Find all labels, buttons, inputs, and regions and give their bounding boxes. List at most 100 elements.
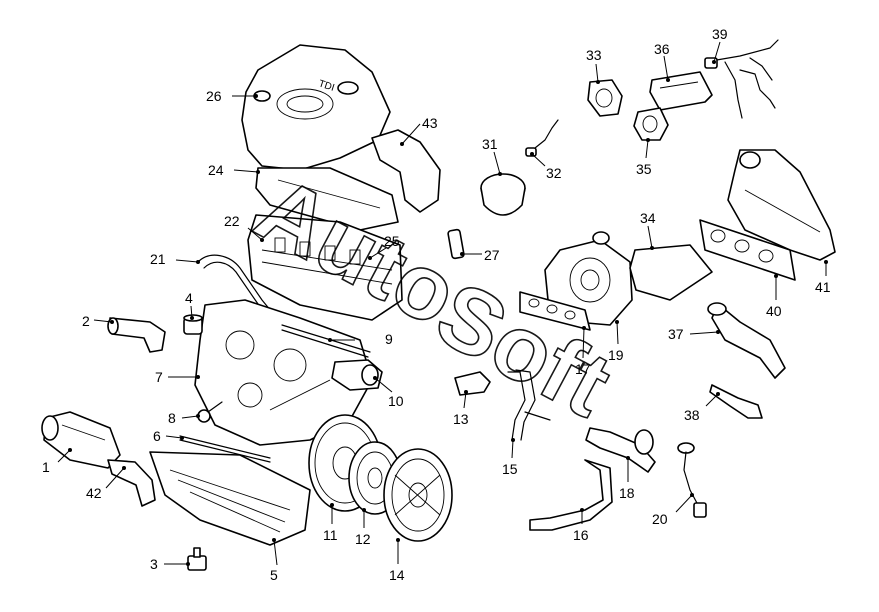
callout-5: 5	[270, 538, 278, 583]
callout-label: 7	[155, 369, 163, 385]
callout-label: 17	[575, 361, 591, 377]
breather-pipe	[197, 254, 281, 327]
glow-plug	[447, 228, 465, 260]
callout-39: 39	[712, 26, 728, 64]
oil-return-pipe	[281, 324, 371, 358]
callout-2: 2	[82, 313, 114, 329]
callout-22: 22	[224, 213, 264, 242]
engine-cover: TDI	[241, 44, 391, 171]
callout-42: 42	[86, 466, 126, 501]
callout-14: 14	[389, 538, 405, 583]
callout-label: 39	[712, 26, 728, 42]
callout-label: 6	[153, 428, 161, 444]
callout-label: 2	[82, 313, 90, 329]
drain-plug	[187, 547, 207, 571]
callout-19: 19	[608, 320, 624, 363]
callouts: 1 2 3 4 5 6 7 8	[42, 26, 831, 583]
callout-6: 6	[153, 428, 184, 444]
callout-37: 37	[668, 326, 720, 342]
pipe-42	[107, 459, 156, 507]
callout-label: 12	[355, 531, 371, 547]
callout-3: 3	[150, 556, 190, 572]
callout-25: 25	[368, 233, 400, 260]
callout-20: 20	[652, 493, 694, 527]
callout-label: 32	[546, 165, 562, 181]
cylinder-head	[247, 214, 403, 321]
vacuum-reservoir	[480, 173, 526, 216]
pressure-plate	[383, 448, 453, 542]
callout-label: 5	[270, 567, 278, 583]
callout-label: 14	[389, 567, 405, 583]
callout-12: 12	[355, 508, 371, 547]
pressure-converter	[587, 79, 623, 117]
callout-label: 11	[323, 527, 338, 543]
callout-31: 31	[482, 136, 502, 176]
callout-1: 1	[42, 448, 72, 475]
coolant-hose-2	[107, 317, 166, 353]
callout-label: 24	[208, 162, 224, 178]
callout-33: 33	[586, 47, 602, 84]
callout-43: 43	[400, 115, 438, 146]
callout-label: 19	[608, 347, 624, 363]
control-unit	[649, 71, 713, 111]
callout-16: 16	[573, 508, 589, 543]
callout-label: 37	[668, 326, 684, 342]
callout-18: 18	[619, 456, 635, 501]
callout-27: 27	[460, 247, 500, 263]
callout-label: 40	[766, 303, 782, 319]
sensor-20	[677, 442, 707, 518]
callout-label: 8	[168, 410, 176, 426]
callout-label: 20	[652, 511, 668, 527]
callout-15: 15	[502, 438, 518, 477]
callout-13: 13	[453, 390, 469, 427]
callout-label: 15	[502, 461, 518, 477]
dipstick-6	[179, 435, 271, 463]
callout-label: 31	[482, 136, 498, 152]
callout-8: 8	[168, 410, 200, 426]
callout-41: 41	[815, 260, 831, 295]
head-cover	[255, 167, 399, 231]
callout-label: 10	[388, 393, 404, 409]
sensor-32	[525, 119, 559, 157]
callout-32: 32	[530, 152, 562, 181]
callout-label: 34	[640, 210, 656, 226]
callout-label: 33	[586, 47, 602, 63]
callout-label: 16	[573, 527, 589, 543]
pipe-38	[709, 384, 763, 419]
intake-manifold	[727, 149, 836, 261]
turbocharger	[544, 231, 633, 326]
callout-label: 3	[150, 556, 158, 572]
cover-badge-text: TDI	[317, 78, 336, 93]
callout-40: 40	[766, 274, 782, 319]
heat-shield	[629, 244, 713, 301]
callout-label: 36	[654, 41, 670, 57]
callout-38: 38	[684, 392, 720, 423]
callout-11: 11	[323, 503, 338, 543]
callout-35: 35	[636, 138, 652, 177]
oil-sump	[149, 451, 311, 546]
intake-gasket	[699, 219, 796, 281]
callout-21: 21	[150, 251, 200, 267]
callout-10: 10	[373, 376, 404, 409]
callout-label: 4	[185, 290, 193, 306]
callout-24: 24	[208, 162, 260, 178]
wiring-harness	[704, 39, 779, 119]
callout-34: 34	[640, 210, 656, 250]
egr-pipe-37	[707, 302, 786, 379]
callout-label: 43	[422, 115, 438, 131]
callout-label: 42	[86, 485, 102, 501]
callout-label: 27	[484, 247, 500, 263]
exhaust-gasket	[519, 291, 591, 331]
callout-label: 41	[815, 279, 831, 295]
callout-36: 36	[654, 41, 670, 82]
callout-label: 1	[42, 459, 50, 475]
callout-9: 9	[328, 331, 393, 347]
callout-4: 4	[185, 290, 194, 320]
sensor-13	[454, 371, 491, 396]
pipe-16	[529, 459, 613, 531]
pipe-15	[507, 369, 551, 441]
callout-17: 17	[575, 326, 591, 377]
egr-valve	[633, 107, 669, 141]
vacuum-pump	[331, 359, 383, 391]
